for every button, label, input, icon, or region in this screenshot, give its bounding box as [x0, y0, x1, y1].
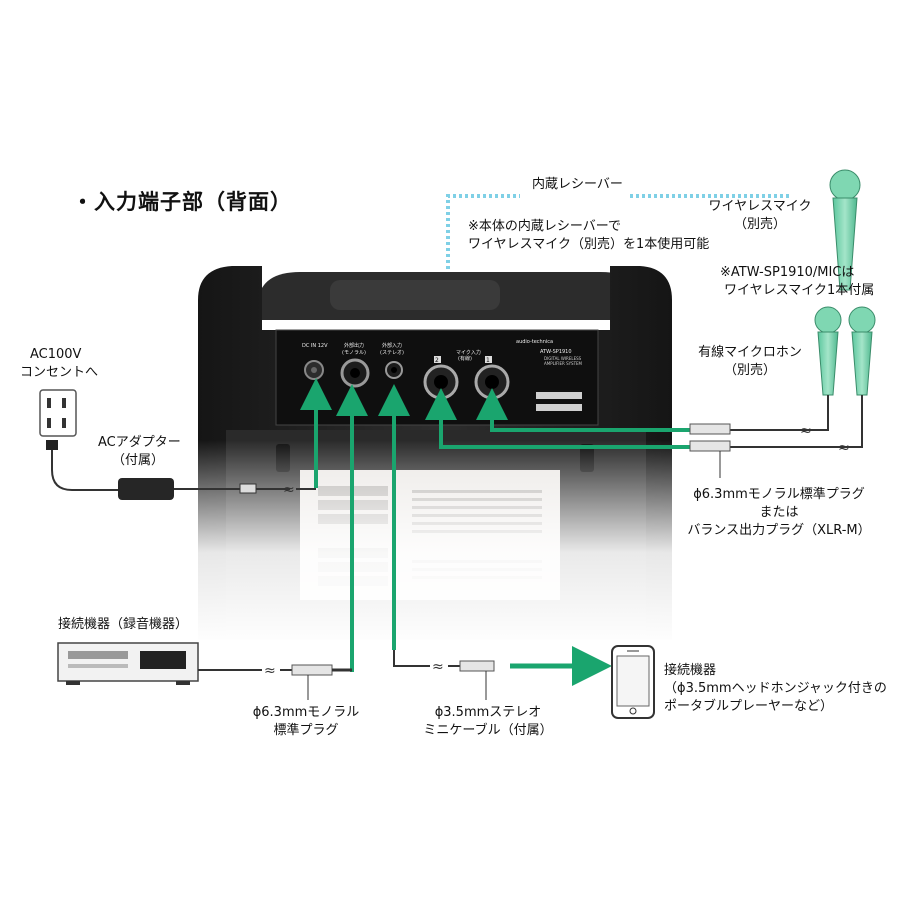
- wireless-mic-note-line2: ワイヤレスマイク1本付属: [724, 283, 875, 298]
- panel-label-micin: マイク入力: [456, 349, 481, 356]
- panel-label-brand: audio-technica: [516, 339, 553, 345]
- wired-mic-sub: （別売）: [723, 363, 776, 378]
- plug-note-line1: ϕ6.3mmモノラル標準プラグ: [693, 487, 865, 502]
- panel-label-micin-sub: (有線): [458, 355, 472, 362]
- panel-label-model: ATW-SP1910: [540, 349, 572, 355]
- ac-outlet-label: AC100V: [30, 347, 82, 362]
- recorder-label: 接続機器（録音機器）: [58, 617, 189, 632]
- panel-label-sub2: AMPLIFIER SYSTEM: [544, 361, 583, 366]
- wireless-mic-icon: [829, 169, 861, 291]
- connection-arrows: [300, 378, 690, 686]
- svg-text:≈: ≈: [264, 663, 276, 679]
- page-title: ・入力端子部（背面）: [72, 190, 292, 214]
- ac-outlet-icon: [39, 389, 118, 491]
- panel-label-extout-sub: (モノラル): [342, 350, 366, 356]
- ac-adapter-label: ACアダプター: [98, 435, 181, 450]
- svg-text:≈: ≈: [432, 659, 444, 675]
- panel-label-extout: 外部出力: [344, 342, 364, 349]
- panel-label-extin-sub: (ステレオ): [380, 350, 404, 356]
- receiver-dotted-line: [446, 194, 790, 275]
- portable-line2: （ϕ3.5mmヘッドホンジャック付きの: [664, 681, 887, 696]
- wireless-mic-label: ワイヤレスマイク: [708, 199, 812, 214]
- ac-adapter-icon: ≈: [118, 478, 316, 500]
- panel-label-ch2: 2: [435, 357, 439, 364]
- panel-label-dc: DC IN 12V: [302, 343, 328, 349]
- mono-plug-line1: ϕ6.3mmモノラル: [252, 705, 360, 720]
- wireless-mic-note-line1: ※ATW-SP1910/MICは: [720, 265, 855, 280]
- receiver-label: 内蔵レシーバー: [532, 177, 623, 192]
- ac-adapter-sub: （付属）: [112, 453, 165, 468]
- svg-text:≈: ≈: [800, 423, 812, 439]
- stereo-cable-line1: ϕ3.5mmステレオ: [434, 705, 542, 720]
- stereo-cable-line2: ミニケーブル（付属）: [423, 723, 553, 738]
- wired-mic-icons: ≈ ≈: [689, 306, 876, 478]
- panel-label-sub1: DIGITAL WIRELESS: [544, 356, 582, 361]
- portable-player-icon: [611, 645, 655, 719]
- wireless-mic-sub: （別売）: [733, 217, 786, 232]
- svg-text:≈: ≈: [838, 440, 850, 456]
- receiver-note-line1: ※本体の内蔵レシーバーで: [468, 219, 621, 234]
- portable-line1: 接続機器: [664, 663, 717, 678]
- mono-plug-line2: 標準プラグ: [273, 723, 339, 738]
- recorder-device-icon: ≈: [57, 642, 352, 700]
- panel-label-ch1: 1: [486, 357, 490, 364]
- plug-note-line3: バランス出力プラグ（XLR-M）: [687, 523, 871, 538]
- wired-mic-label: 有線マイクロホン: [698, 345, 802, 360]
- ac-outlet-sub: コンセントへ: [20, 365, 99, 380]
- receiver-note-line2: ワイヤレスマイク（別売）を1本使用可能: [468, 237, 710, 252]
- svg-text:≈: ≈: [283, 482, 295, 498]
- speaker-unit: [190, 266, 680, 645]
- panel-label-extin: 外部入力: [382, 342, 402, 349]
- plug-note-line2: または: [759, 505, 799, 520]
- stereo-cable-icon: ≈: [393, 650, 495, 700]
- portable-line3: ポータブルプレーヤーなど）: [664, 699, 834, 714]
